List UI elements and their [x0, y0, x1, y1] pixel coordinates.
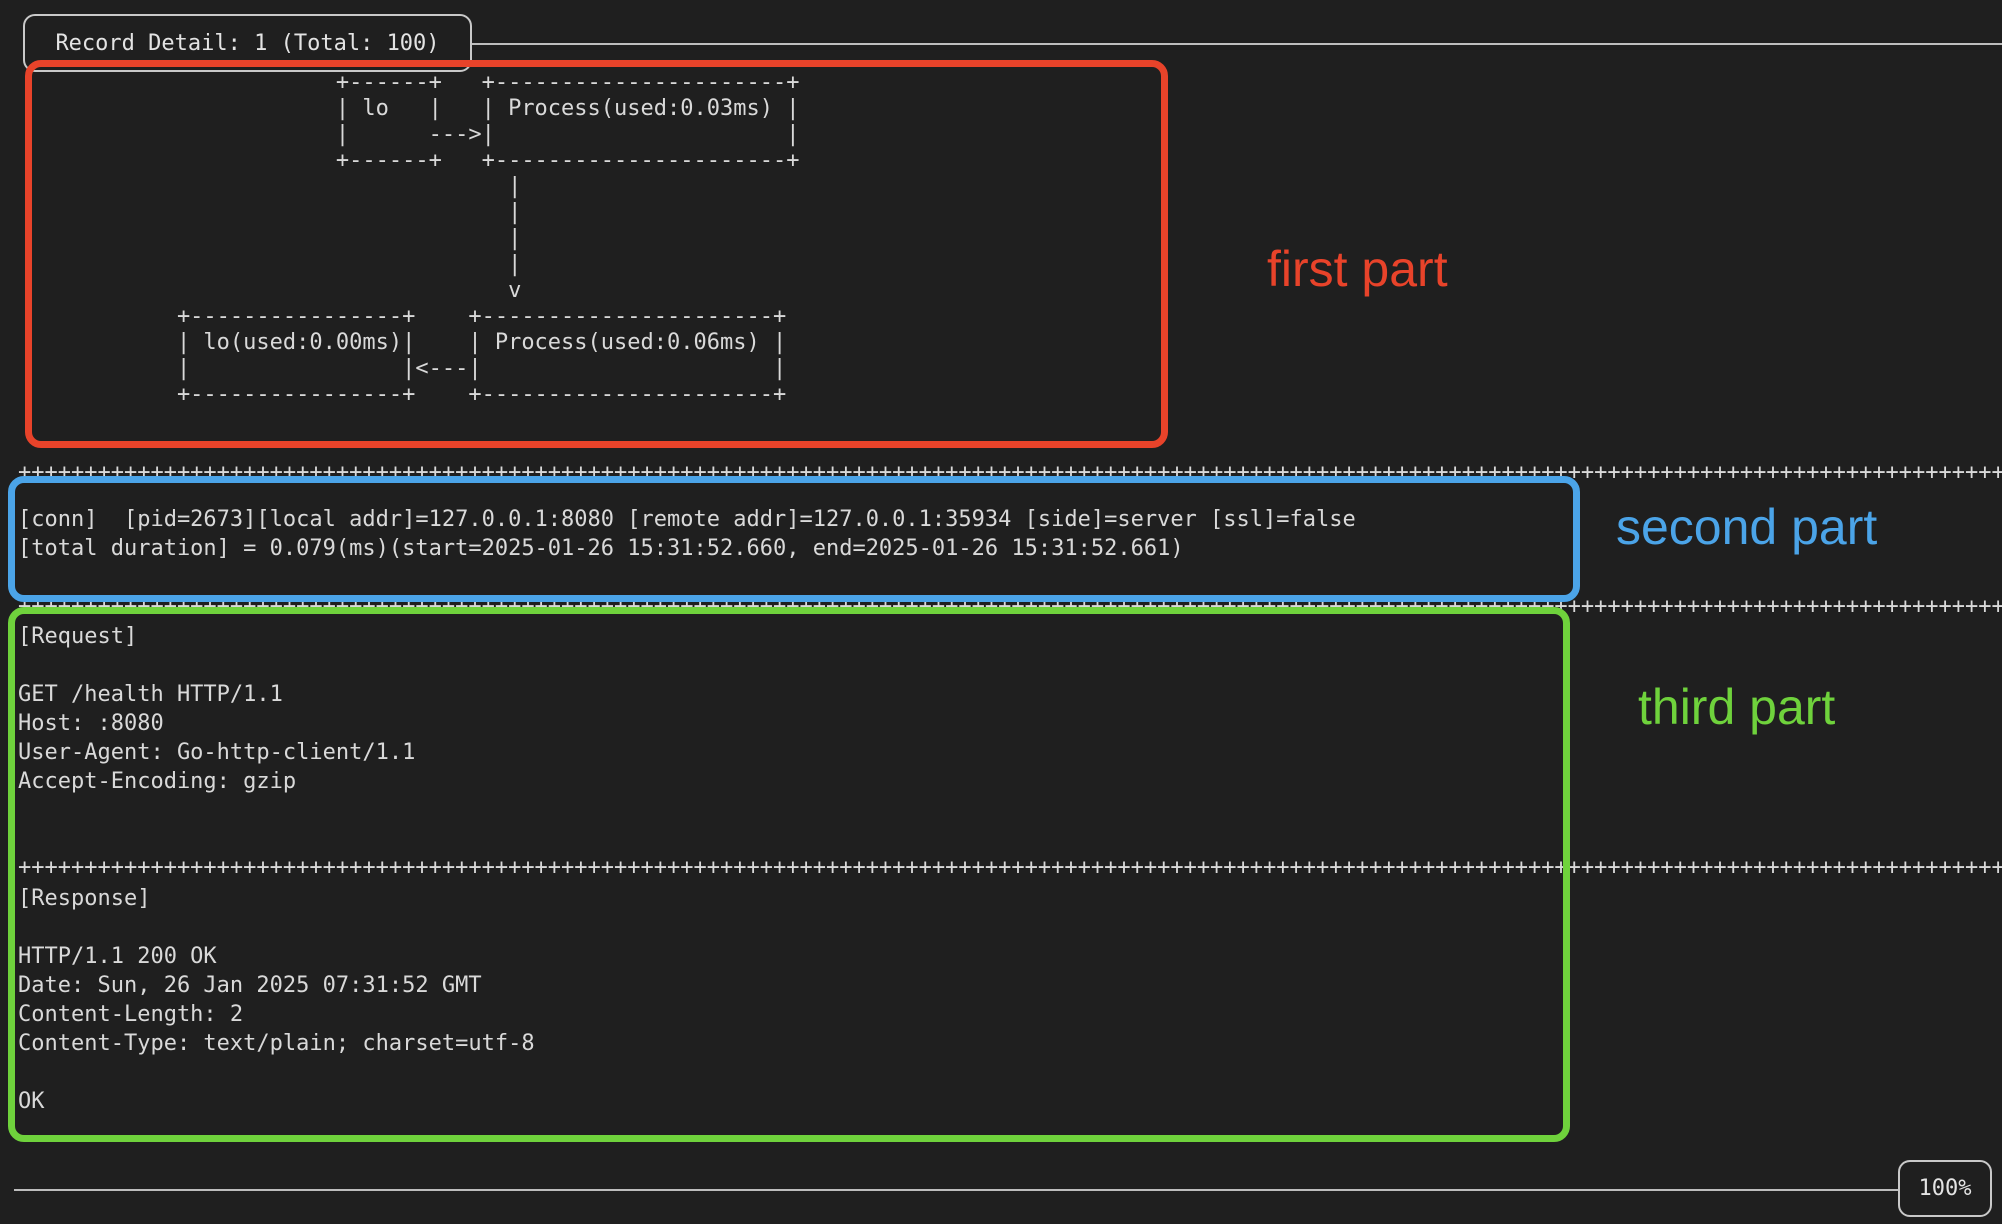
frame-top-border [23, 43, 2002, 45]
record-detail-title: Record Detail: 1 (Total: 100) [55, 30, 440, 56]
annotation-label-third-part: third part [1638, 679, 1836, 735]
scroll-percent-value: 100% [1918, 1176, 1972, 1201]
connection-summary-text: [conn] [pid=2673][local addr]=127.0.0.1:… [18, 507, 1356, 561]
plus-separator-row: ++++++++++++++++++++++++++++++++++++++++… [18, 855, 2002, 880]
ascii-flow-diagram: +------+ +----------------------+ | lo |… [176, 70, 800, 407]
annotation-label-second-part: second part [1616, 499, 1878, 555]
annotation-box-second-part [8, 476, 1580, 602]
annotation-box-third-part [8, 607, 1570, 1142]
request-text: [Request] GET /health HTTP/1.1 Host: :80… [18, 624, 416, 794]
scroll-percent-badge: 100% [1898, 1160, 1992, 1217]
annotation-label-first-part: first part [1267, 241, 1448, 297]
response-text: [Response] HTTP/1.1 200 OK Date: Sun, 26… [18, 886, 535, 1114]
frame-bottom-border [14, 1189, 1992, 1191]
annotation-box-first-part [25, 60, 1168, 448]
